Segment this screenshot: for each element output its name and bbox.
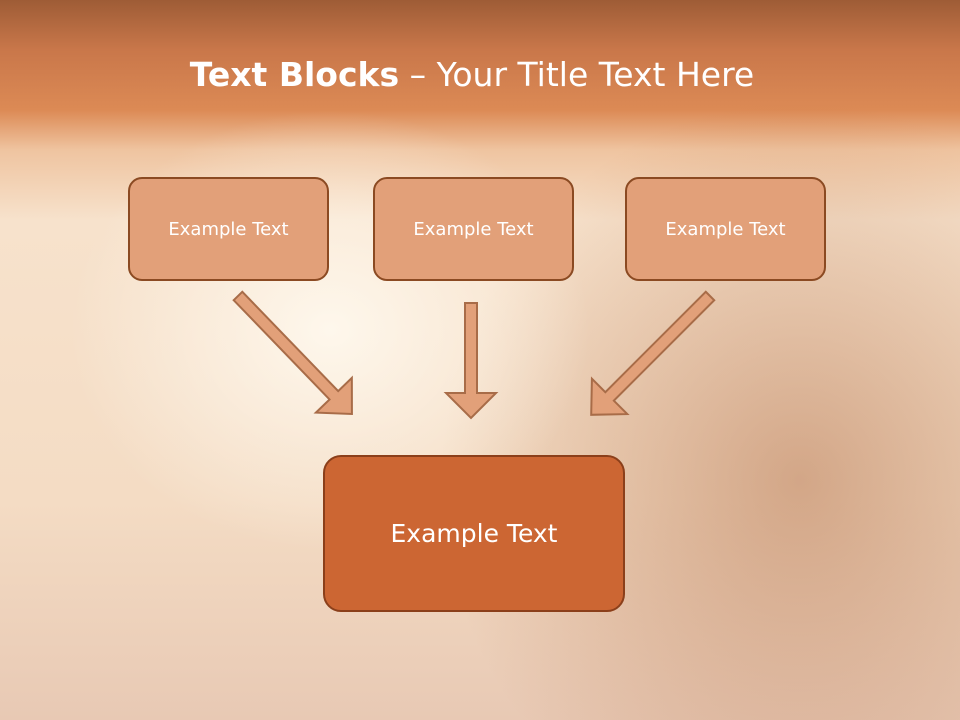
text-block-2[interactable]: Example Text: [373, 177, 574, 281]
main-text-block-label: Example Text: [390, 519, 558, 548]
slide-title: Text Blocks – Your Title Text Here: [0, 55, 944, 94]
main-text-block[interactable]: Example Text: [323, 455, 625, 612]
text-block-1[interactable]: Example Text: [128, 177, 329, 281]
text-block-label: Example Text: [168, 219, 289, 240]
arrow-down-left-icon: [590, 290, 716, 416]
title-bold: Text Blocks: [189, 55, 400, 94]
arrow-down-icon: [443, 302, 499, 420]
text-block-label: Example Text: [665, 219, 786, 240]
text-block-label: Example Text: [413, 219, 534, 240]
arrow-down-right-icon: [232, 290, 353, 416]
title-rest: – Your Title Text Here: [399, 55, 755, 94]
text-block-3[interactable]: Example Text: [625, 177, 826, 281]
